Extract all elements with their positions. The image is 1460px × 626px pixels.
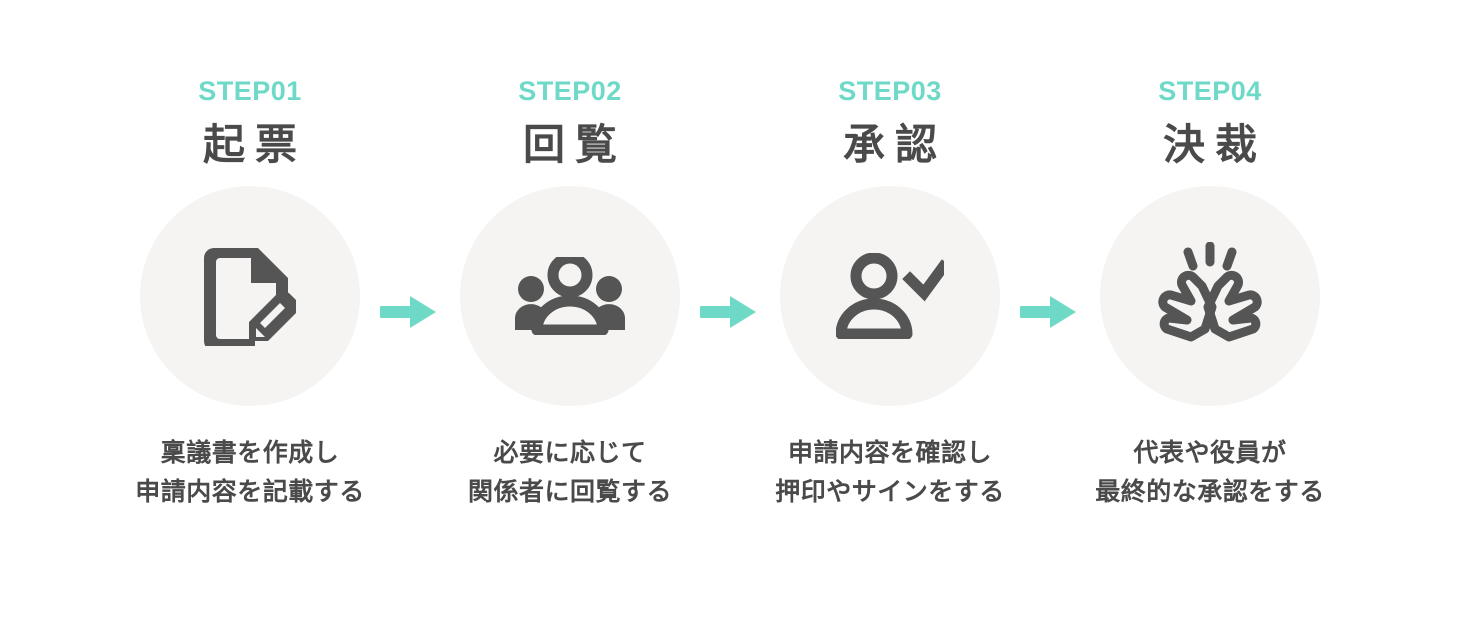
step-number-label: STEP03	[838, 76, 942, 106]
step-column-3: STEP03 承認 申請内容を確認し 押印やサインをする	[730, 0, 1076, 512]
step-icon-circle-wrap	[1100, 186, 1320, 407]
step-title: 回覧	[522, 121, 627, 168]
step-caption: 申請内容を確認し 押印やサインをする	[775, 434, 1005, 512]
step-icon-circle	[140, 186, 360, 407]
step-icon-circle-wrap	[460, 186, 680, 407]
step-number-label: STEP01	[198, 76, 302, 106]
step-column-4: STEP04 決裁 代表や役員が 最終的な承認をする	[1050, 0, 1370, 512]
step-icon-circle	[460, 186, 680, 407]
step-column-2: STEP02 回覧 必要に応じて 関係者に回覧する	[410, 0, 756, 512]
step-title: 起票	[202, 121, 307, 168]
person-check-icon	[836, 253, 944, 340]
step-caption-line-1: 申請内容を確認し	[787, 439, 992, 468]
step-icon-circle-wrap	[780, 186, 1000, 407]
step-number-label: STEP04	[1158, 76, 1262, 106]
step-caption-line-2: 最終的な承認をする	[1095, 478, 1325, 507]
step-caption-line-2: 関係者に回覧する	[467, 478, 672, 507]
step-title: 承認	[842, 121, 947, 168]
people-group-icon	[515, 257, 625, 336]
step-caption-line-1: 必要に応じて	[493, 439, 647, 468]
step-number-label: STEP02	[518, 76, 622, 106]
step-caption: 稟議書を作成し 申請内容を記載する	[135, 434, 365, 512]
step-icon-circle	[1100, 186, 1320, 407]
step-column-1: STEP01 起票 稟議書を作成し 申請内容を記載する	[90, 0, 436, 512]
step-caption: 必要に応じて 関係者に回覧する	[468, 434, 672, 512]
clapping-hands-icon	[1158, 242, 1262, 342]
step-caption-line-2: 申請内容を記載する	[135, 478, 365, 507]
step-caption-line-2: 押印やサインをする	[775, 478, 1005, 507]
step-caption-line-1: 代表や役員が	[1133, 439, 1287, 468]
step-caption-line-1: 稟議書を作成し	[160, 439, 340, 468]
step-caption: 代表や役員が 最終的な承認をする	[1095, 434, 1325, 512]
document-edit-icon	[204, 248, 296, 347]
step-icon-circle-wrap	[140, 186, 360, 407]
step-icon-circle	[780, 186, 1000, 407]
step-title: 決裁	[1162, 121, 1267, 168]
